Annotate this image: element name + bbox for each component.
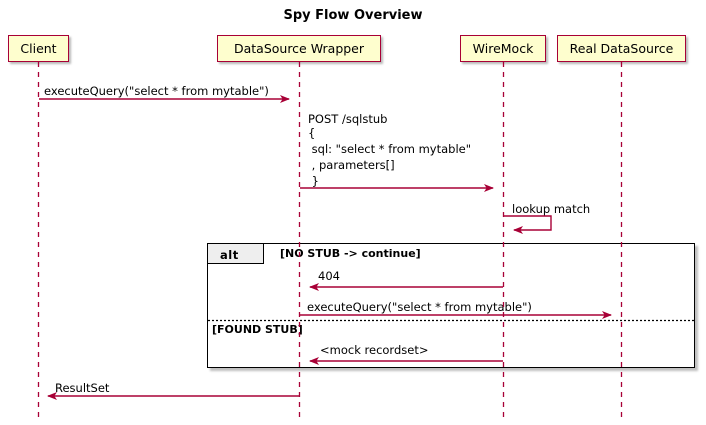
- message-label-lookup-match: lookup match: [512, 202, 591, 216]
- alt-fragment-frame: [207, 243, 695, 368]
- message-label-mock-recordset: <mock recordset>: [320, 343, 429, 357]
- alt-fragment-tab: [208, 244, 264, 264]
- message-label-execute-query-client: executeQuery("select * from mytable"): [44, 84, 269, 98]
- message-label-resultset: ResultSet: [55, 381, 110, 395]
- alt-branch-condition-found-stub: [FOUND STUB]: [212, 323, 303, 336]
- message-arrow-lookup-match: [504, 215, 552, 234]
- message-label-post-sqlstub-line1: POST /sqlstub: [308, 112, 388, 126]
- message-label-post-sqlstub-line4: , parameters[]: [308, 158, 395, 172]
- message-label-post-sqlstub-line3: sql: "select * from mytable": [308, 142, 472, 156]
- alt-fragment-operator-label: alt: [220, 248, 239, 262]
- participant-datasource-wrapper[interactable]: DataSource Wrapper: [217, 35, 381, 62]
- participant-client[interactable]: Client: [8, 35, 69, 62]
- message-label-post-sqlstub-line5: }: [308, 174, 319, 188]
- participant-real-datasource[interactable]: Real DataSource: [557, 35, 686, 62]
- message-label-post-sqlstub-line2: {: [308, 126, 316, 140]
- participant-wiremock[interactable]: WireMock: [460, 35, 546, 62]
- alt-branch-condition-no-stub: [NO STUB -> continue]: [280, 247, 421, 260]
- message-label-404: 404: [318, 269, 340, 283]
- diagram-title: Spy Flow Overview: [283, 8, 423, 23]
